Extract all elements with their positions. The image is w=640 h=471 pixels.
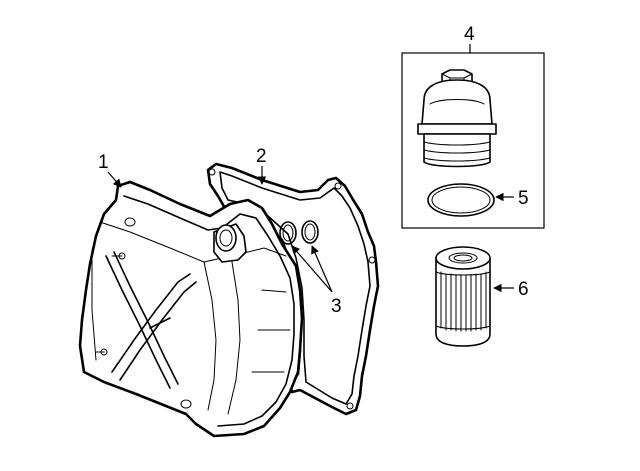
callout-1: 1 <box>98 152 109 173</box>
callout-6: 6 <box>518 279 529 300</box>
leader-3a <box>291 245 333 293</box>
callout-3: 3 <box>331 296 342 317</box>
callout-5: 5 <box>518 188 529 209</box>
leader-1 <box>107 171 122 188</box>
filter-housing-kit-box <box>401 52 545 229</box>
oil-pan-part-1 <box>78 180 304 438</box>
seal-ring-part-5 <box>427 183 495 217</box>
callout-4: 4 <box>464 24 475 45</box>
leader-3b <box>311 245 333 293</box>
filter-cap-part-4 <box>417 69 497 168</box>
leader-lines <box>107 44 514 293</box>
callout-labels: 1 2 3 4 5 6 <box>98 24 529 317</box>
o-rings-part-3 <box>279 220 319 245</box>
filter-element-part-6 <box>435 246 491 347</box>
gasket-part-2 <box>206 162 380 416</box>
callout-2: 2 <box>256 146 267 167</box>
